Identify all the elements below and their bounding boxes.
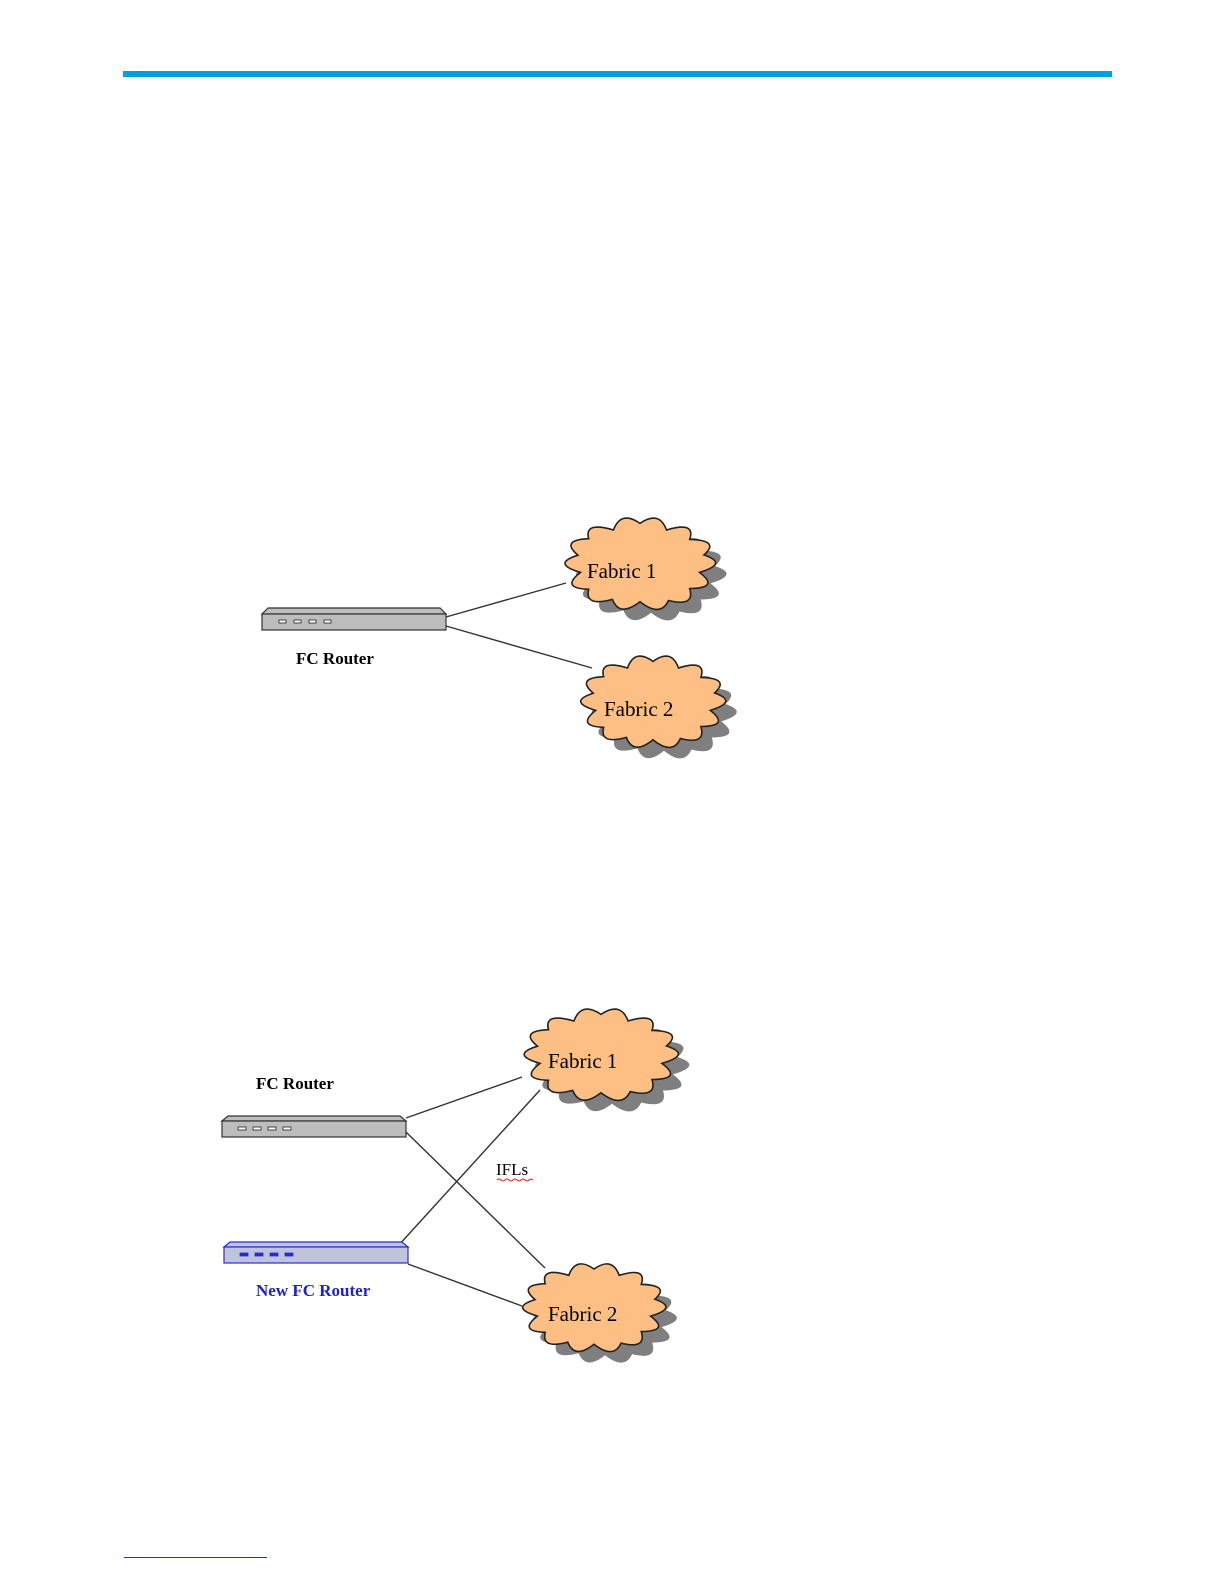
fabric-2-label: Fabric 2 [548,1302,617,1326]
fabric-2-label: Fabric 2 [604,697,673,721]
new-fc-router-device [224,1242,408,1263]
fc-router-label: FC Router [256,1074,334,1093]
link-router-fabric-1 [446,583,566,617]
new-fc-router-label: New FC Router [256,1281,371,1300]
fc-router-topology-diagram: FC Router Fabric 1 Fabric 2 [0,490,800,790]
fc-router-device [222,1116,406,1137]
link-new-router-fabric-2 [408,1264,522,1306]
fc-router-redundant-topology-diagram: FC Router New FC Router IFLs Fabric 1 Fa… [0,985,800,1385]
fabric-1-label: Fabric 1 [587,559,656,583]
fc-router-label: FC Router [296,649,374,668]
header-accent-rule [123,71,1112,77]
ifls-label: IFLs [496,1160,528,1179]
link-router-fabric-1 [406,1077,522,1118]
link-router-fabric-2 [406,1132,545,1268]
link-router-fabric-2 [446,626,592,668]
fc-router-device [262,608,446,630]
footer-rule [124,1557,267,1558]
fabric-1-label: Fabric 1 [548,1049,617,1073]
spellcheck-underline [497,1179,533,1181]
